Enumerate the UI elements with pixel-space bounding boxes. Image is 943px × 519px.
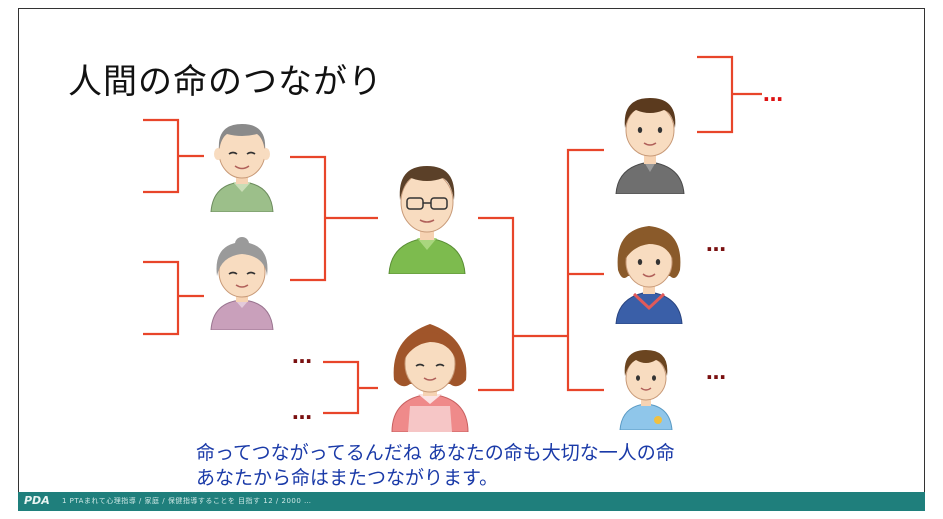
mother-figure — [391, 324, 469, 432]
footer-logo: PDA — [24, 494, 50, 507]
boy-figure — [615, 98, 685, 194]
father-figure — [388, 166, 466, 274]
small-child-figure — [619, 350, 673, 430]
continuation-dots-mother-father: … — [292, 344, 312, 368]
continuation-dots-son: … — [763, 82, 783, 106]
slide-title: 人間の命のつながり — [68, 62, 383, 102]
grandmother-figure — [210, 237, 274, 330]
continuation-dots-child: … — [706, 360, 726, 384]
girl-figure — [615, 226, 683, 324]
footer-bar: PDA 1 PTAまれて心理指導 / 家庭 / 保健指導することを 目指す 12… — [18, 492, 925, 511]
caption-line-1: 命ってつながってるんだね あなたの命も大切な一人の命 — [196, 442, 675, 464]
footer-text: 1 PTAまれて心理指導 / 家庭 / 保健指導することを 目指す 12 / 2… — [62, 497, 312, 505]
continuation-dots-mother-mother: … — [292, 400, 312, 424]
caption-line-2: あなたから命はまたつながります。 — [196, 467, 499, 489]
grandfather-figure — [210, 124, 274, 212]
continuation-dots-daughter: … — [706, 232, 726, 256]
slide-frame — [18, 8, 925, 508]
